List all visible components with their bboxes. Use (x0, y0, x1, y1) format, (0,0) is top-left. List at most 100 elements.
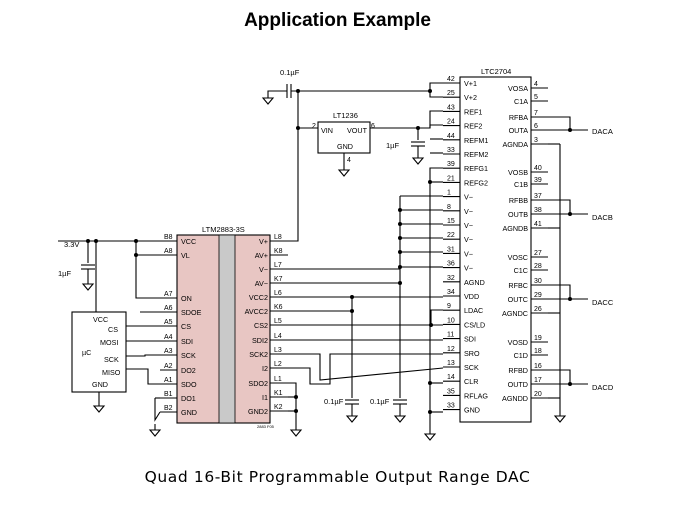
ltm-left-pin-label: ON (181, 294, 192, 303)
ltm-left-pin-number: A5 (164, 319, 173, 326)
ltc-right-pin-label: C1D (514, 351, 528, 360)
ltm-right-pin-label: SCK2 (249, 350, 268, 359)
ltc-left-pin-number: 13 (447, 360, 455, 367)
ltc-right-pin-label: AGNDC (502, 309, 528, 318)
output-dacd: DACD (592, 383, 614, 392)
ltm-right-pin-label: V− (259, 265, 268, 274)
schematic-wiring (58, 82, 588, 441)
ltc-right-pin-label: C1B (514, 180, 528, 189)
junction-dot (568, 128, 572, 132)
junction-dot (416, 126, 420, 130)
junction-dot (350, 295, 354, 299)
wire (548, 369, 588, 385)
cap-ref-label: 1µF (386, 141, 399, 150)
ltm-right-pin-label: VCC2 (249, 293, 268, 302)
ltc-left-pin-label: V− (464, 249, 473, 258)
ltc-left-pin-number: 33 (447, 147, 455, 154)
ltc-left-pin-label: CLR (464, 377, 478, 386)
ltc-left-pin-number: 42 (447, 76, 455, 83)
ltc-left-pin-label: V− (464, 221, 473, 230)
uc-vcc-label: VCC (93, 315, 108, 324)
ground-symbol (393, 415, 407, 423)
ltc-right-pin-number: 38 (534, 207, 542, 214)
ltm-left-pin-label: SDOE (181, 308, 202, 317)
ltm-right-pin-label: I1 (262, 393, 268, 402)
ltm-left-pin-number: B2 (164, 405, 173, 412)
wire (429, 167, 443, 428)
wire (548, 116, 588, 131)
ltc-left-pin-number: 36 (447, 261, 455, 268)
ltm-left-pin-label: DO1 (181, 394, 196, 403)
ltc-right-pin-number: 39 (534, 177, 542, 184)
ltm-right-pin-number: L3 (274, 347, 282, 354)
uc-miso-label: MISO (102, 368, 121, 377)
ltc-left-pin-number: 21 (447, 175, 455, 182)
ltc-left-pin-label: REFG2 (464, 178, 488, 187)
junction-dot (398, 250, 402, 254)
wire (154, 398, 161, 422)
ltm-left-pin-number: A2 (164, 363, 173, 370)
ltc-left-pin-number: 25 (447, 90, 455, 97)
ltm-right-pin-number: K8 (274, 248, 283, 255)
ground-symbol (553, 415, 567, 423)
junction-dot (296, 89, 300, 93)
junction-dot (428, 381, 432, 385)
output-dacc: DACC (592, 298, 614, 307)
ltc-right-pin-number: 28 (534, 263, 542, 270)
ltc-right-pin-number: 26 (534, 306, 542, 313)
ltm-right-pin-number: K2 (274, 404, 283, 411)
ltc2704-right-pins: 4VOSA5C1A7RFBA6OUTA3AGNDA40VOSB39C1B37RF… (502, 81, 548, 403)
lt1236-body (317, 121, 371, 154)
ltc-right-pin-number: 5 (534, 94, 538, 101)
ltc-left-pin-number: 12 (447, 346, 455, 353)
output-daca: DACA (592, 127, 613, 136)
uc-sck-label: SCK (104, 355, 119, 364)
wire (135, 255, 160, 299)
ltm-left-pin-label: SDI (181, 337, 193, 346)
ltc-left-pin-number: 8 (447, 204, 451, 211)
uc-mosi-label: MOSI (100, 338, 118, 347)
wire (126, 354, 160, 357)
supply-label: 3.3V (64, 240, 79, 249)
wire (288, 353, 443, 385)
ltc-right-pin-number: 20 (534, 391, 542, 398)
ltc-right-pin-number: 29 (534, 292, 542, 299)
ltm2883-code: 2883 F05 (257, 424, 275, 429)
ltc-right-pin-number: 17 (534, 377, 542, 384)
ltm-right-pin-number: K7 (274, 276, 283, 283)
wire (288, 382, 297, 424)
ltc-left-pin-number: 1 (447, 190, 451, 197)
ltm-left-pin-label: GND (181, 408, 197, 417)
ltc-right-pin-number: 27 (534, 250, 542, 257)
ltm-right-pin-label: SDO2 (248, 379, 268, 388)
ltc-left-pin-number: 44 (447, 133, 455, 140)
ltm-right-pin-number: L8 (274, 234, 282, 241)
wire (370, 110, 443, 129)
cap-left-label: 1µF (58, 269, 71, 278)
ltc-left-pin-number: 33 (447, 403, 455, 410)
ground-symbol (148, 429, 162, 437)
ltc-right-pin-label: OUTB (508, 210, 528, 219)
junction-dot (428, 89, 432, 93)
ltc-right-pin-number: 3 (534, 137, 538, 144)
ltm-right-pin-label: I2 (262, 364, 268, 373)
ltc-left-pin-number: 32 (447, 275, 455, 282)
ltm-right-pin-number: L2 (274, 361, 282, 368)
ltc-left-pin-label: AGND (464, 278, 485, 287)
ltc-left-pin-label: V− (464, 193, 473, 202)
ltc-left-pin-label: V+1 (464, 79, 477, 88)
ltm-left-pin-label: CS (181, 322, 191, 331)
ground-symbol (411, 157, 425, 165)
ltc-left-pin-label: V− (464, 207, 473, 216)
junction-dot (568, 297, 572, 301)
ltc-right-pin-label: VOSB (508, 168, 528, 177)
ltm-left-pin-number: B1 (164, 391, 173, 398)
ground-symbol (261, 97, 275, 105)
junction-dot (428, 410, 432, 414)
ltc2704-name: LTC2704 (481, 67, 511, 76)
ltc-left-pin-label: SRO (464, 349, 480, 358)
ltm-right-pin-label: AV− (255, 279, 268, 288)
ground-symbol (337, 169, 351, 177)
